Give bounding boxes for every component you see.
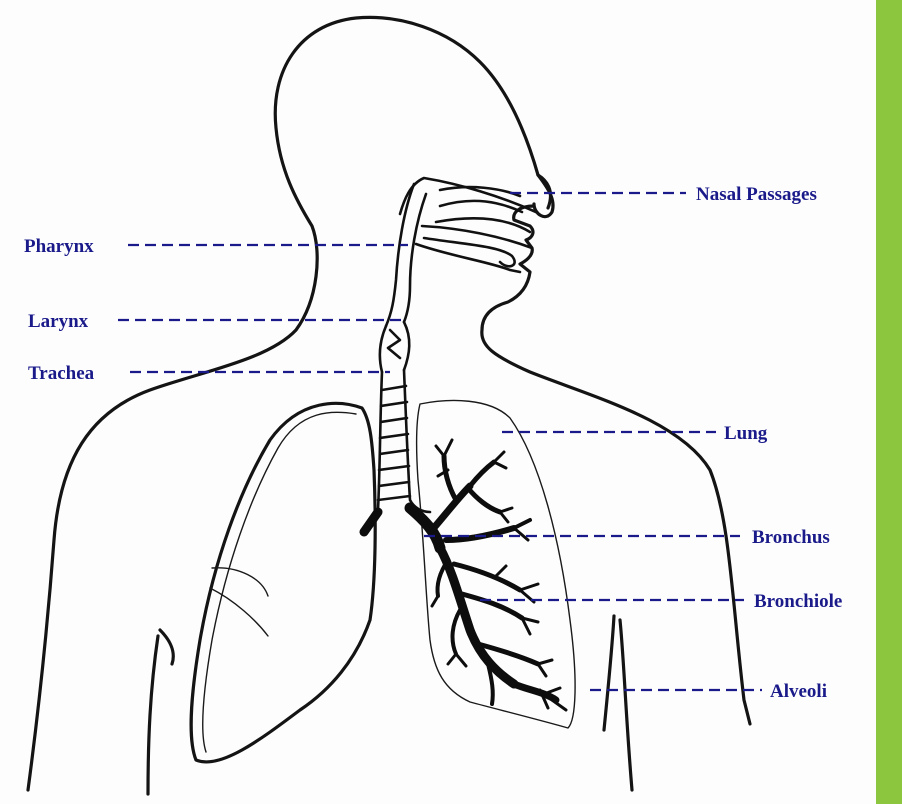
leader-lines — [118, 193, 762, 690]
label-alveoli: Alveoli — [770, 681, 827, 702]
label-bronchus: Bronchus — [752, 527, 830, 548]
label-trachea: Trachea — [28, 363, 95, 384]
label-pharynx: Pharynx — [24, 236, 94, 257]
throat — [380, 184, 426, 372]
left-lung — [191, 403, 375, 762]
label-bronchiole: Bronchiole — [754, 591, 842, 612]
accent-bar — [876, 0, 902, 804]
label-larynx: Larynx — [28, 311, 89, 332]
label-nasal-passages: Nasal Passages — [696, 184, 817, 205]
bronchial-tree — [364, 440, 566, 710]
labels: Nasal Passages Pharynx Larynx Trachea Lu… — [24, 184, 842, 702]
label-lung: Lung — [724, 423, 768, 444]
